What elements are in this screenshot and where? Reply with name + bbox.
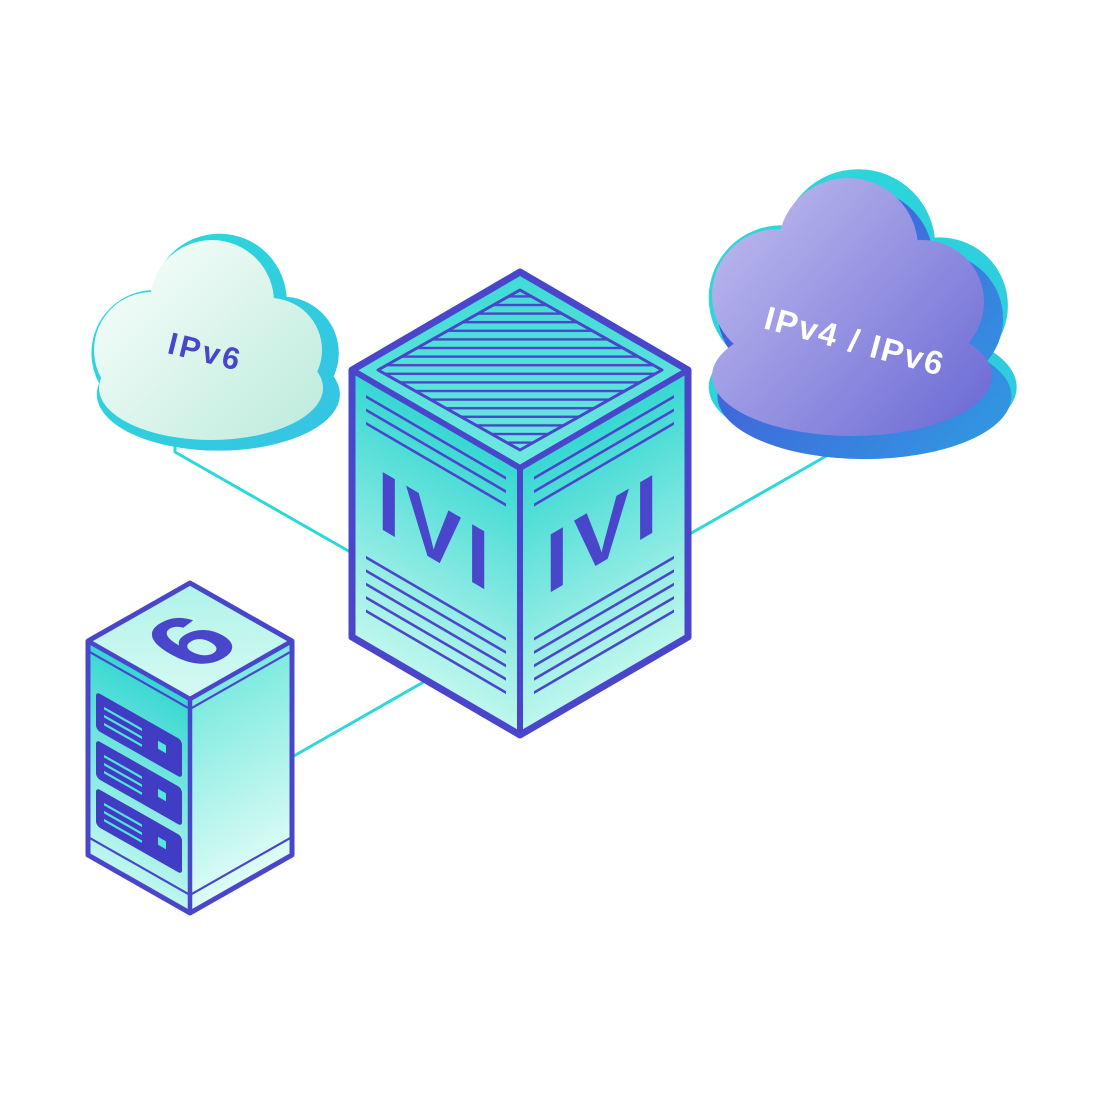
server-left-rim-seam (88, 649, 190, 711)
server-right-face (190, 641, 292, 913)
server-drive-led (158, 788, 166, 802)
ipv4-ipv6-cloud-node: IPv4 / IPv6 (708, 169, 1017, 460)
server-outer-border (85, 580, 295, 916)
server-left-base-seam (88, 835, 190, 897)
ivi-right-face: IVI (520, 370, 688, 735)
ivi-translator-node: IVI IVI (348, 268, 692, 739)
server-drive-bays (96, 693, 182, 873)
server-right-base-seam (190, 835, 292, 897)
ipv4-ipv6-cloud-body (712, 178, 992, 436)
ivi-left-face-bottom-stripes (366, 546, 506, 704)
server-right-rim-seam (190, 649, 292, 711)
server-drive-led (158, 740, 166, 754)
ivi-left-face-top-stripes (366, 392, 506, 508)
server-to-ivi-line (283, 678, 429, 763)
ivi-top-face-inset-border (376, 288, 664, 452)
ipv6-server-node: 6 (85, 580, 295, 916)
ipv6-cloud-body (94, 240, 323, 440)
ivi-right-face-bottom-stripes (534, 546, 674, 704)
server-drive-led (158, 836, 166, 850)
server-right-face-panel (190, 641, 292, 913)
ivi-left-face: IVI (352, 370, 520, 735)
ipv6-cloud-node: IPv6 (91, 233, 340, 451)
ivi-outer-border (348, 268, 692, 739)
ivi-right-face-top-stripes (534, 392, 674, 508)
server-left-face (88, 641, 190, 913)
